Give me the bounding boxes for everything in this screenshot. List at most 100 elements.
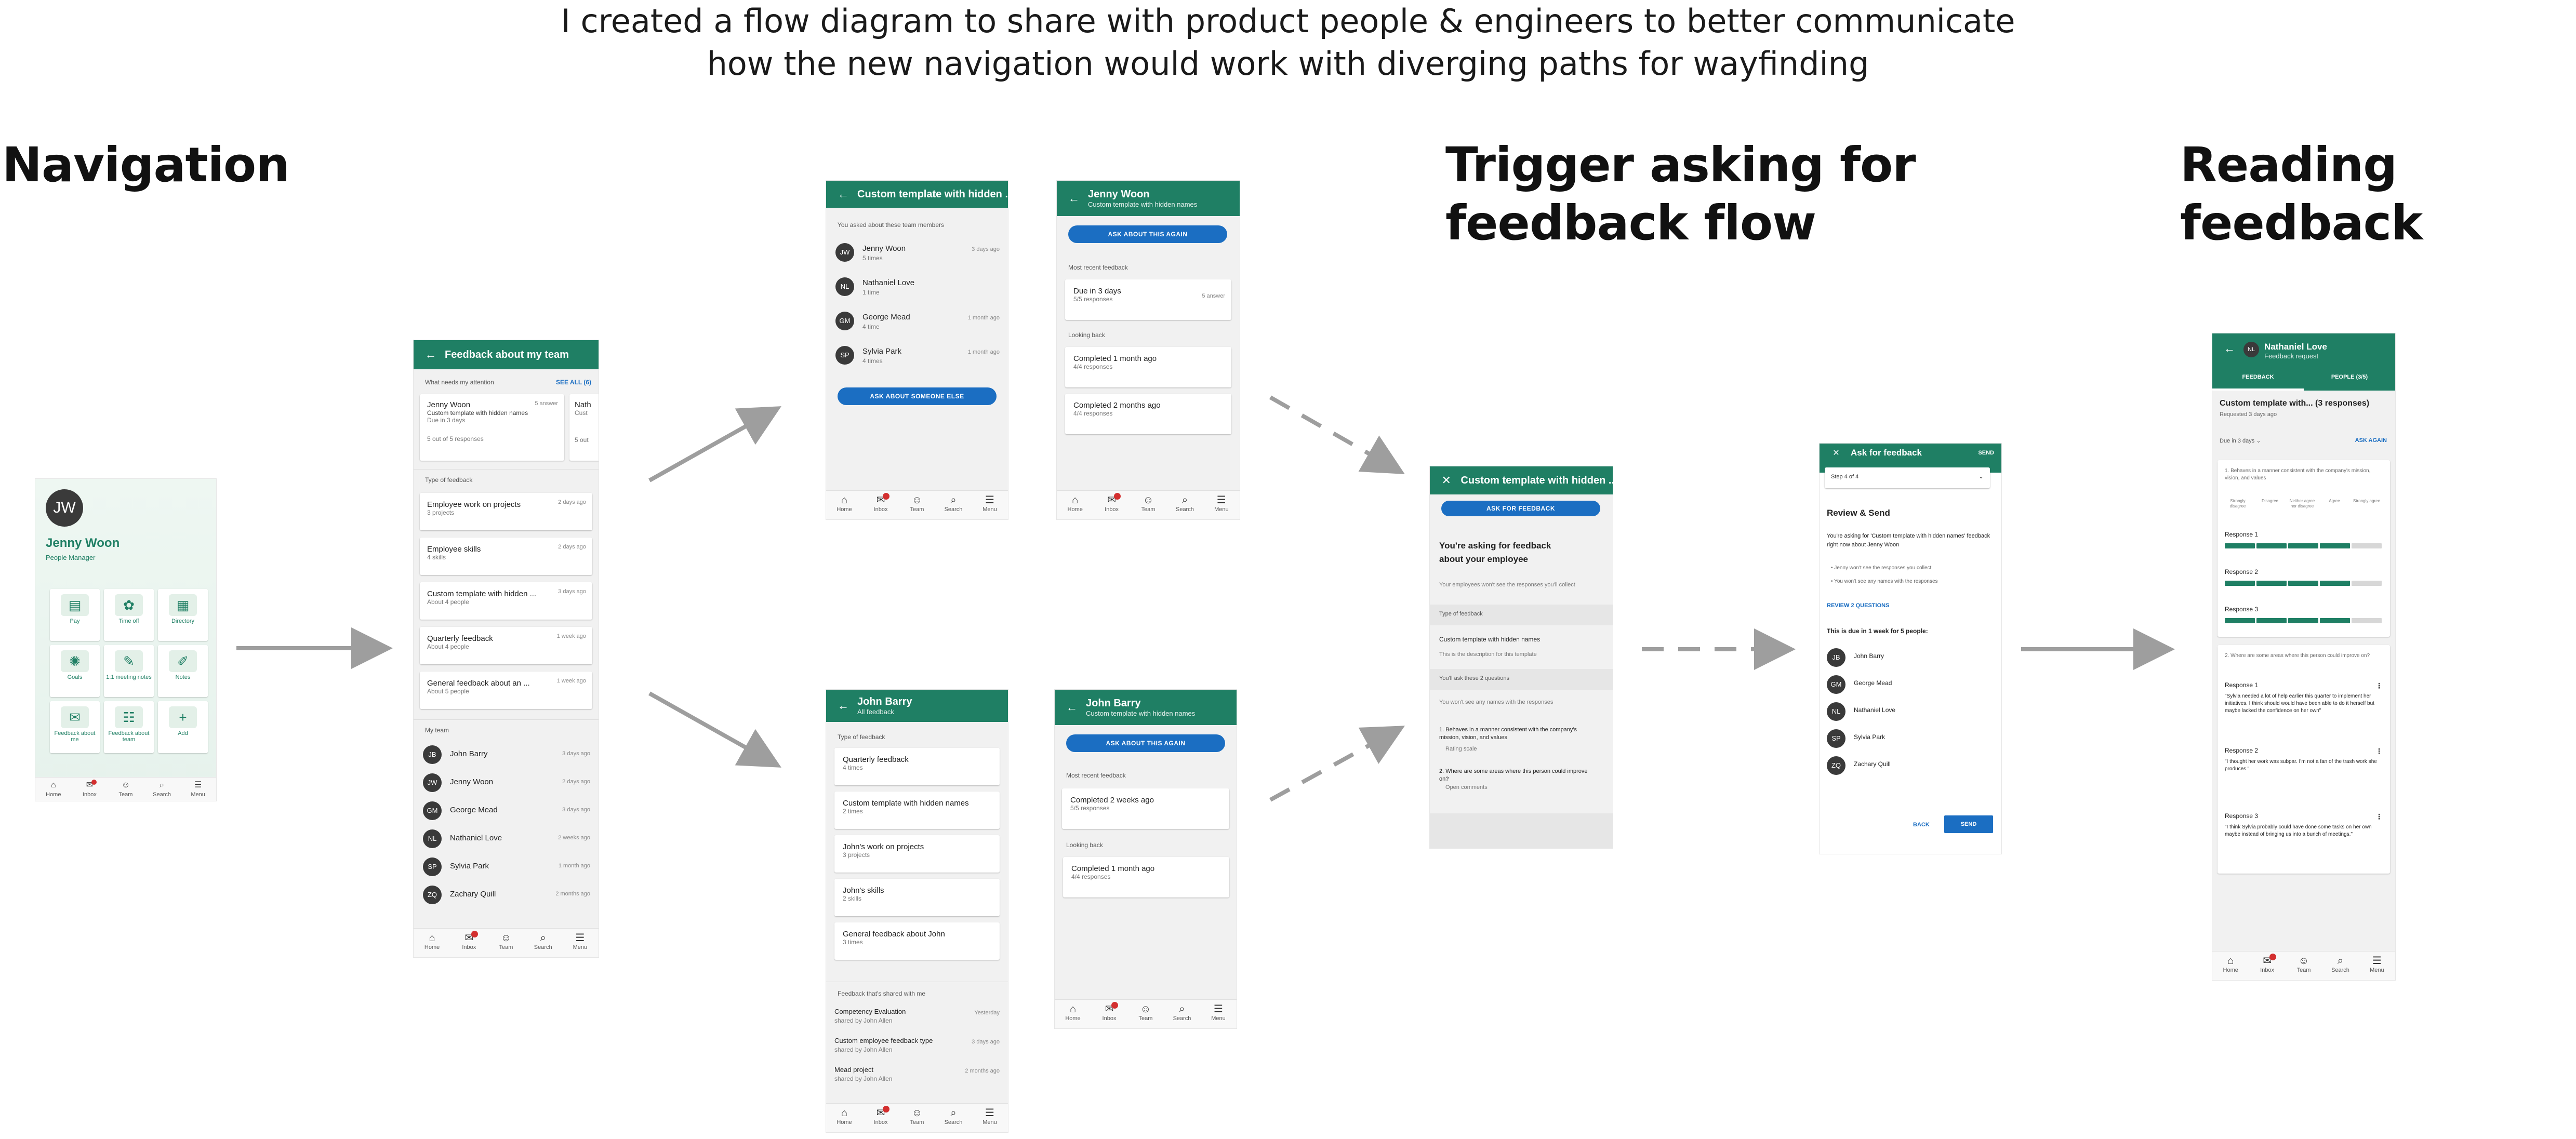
app-tile[interactable]: ✎1:1 meeting notes xyxy=(104,645,154,697)
nav-home[interactable]: ⌂Home xyxy=(826,1104,862,1132)
back-arrow-icon[interactable]: ← xyxy=(838,187,849,200)
nav-menu[interactable]: ☰Menu xyxy=(1200,1000,1237,1028)
app-tile[interactable]: ▤Pay xyxy=(50,589,100,641)
more-options-icon[interactable]: ⋮ xyxy=(2375,812,2383,821)
nav-team[interactable]: ☺Team xyxy=(2286,952,2322,980)
app-tile[interactable]: ✐Notes xyxy=(158,645,208,697)
back-arrow-icon[interactable]: ← xyxy=(1068,192,1080,205)
see-all-link[interactable]: SEE ALL (6) xyxy=(555,379,591,386)
review-questions-link[interactable]: REVIEW 2 QUESTIONS xyxy=(1827,602,1890,609)
nav-menu[interactable]: ☰Menu xyxy=(2359,952,2395,980)
due-filter[interactable]: Due in 3 days ⌄ xyxy=(2220,437,2261,444)
ask-someone-else-button[interactable]: ASK ABOUT SOMEONE ELSE xyxy=(838,387,997,405)
nav-inbox[interactable]: ✉Inbox xyxy=(72,778,108,801)
nav-home[interactable]: ⌂Home xyxy=(2212,952,2249,980)
attention-card[interactable]: Jenny Woon Custom template with hidden n… xyxy=(420,394,564,461)
app-tile[interactable]: ✉Feedback about me xyxy=(50,701,100,753)
close-icon[interactable]: ✕ xyxy=(1833,449,1840,458)
nav-search[interactable]: ⌕Search xyxy=(935,1104,972,1132)
nav-menu[interactable]: ☰Menu xyxy=(180,778,216,801)
nav-menu[interactable]: ☰Menu xyxy=(1203,491,1240,519)
nav-team[interactable]: ☺Team xyxy=(487,929,524,957)
back-arrow-icon[interactable]: ← xyxy=(2224,342,2235,355)
tab-people[interactable]: PEOPLE (3/5) xyxy=(2331,374,2368,380)
nav-search[interactable]: ⌕Search xyxy=(144,778,180,801)
nav-inbox[interactable]: ✉Inbox xyxy=(2249,952,2285,980)
recent-feedback-card[interactable]: Completed 2 weeks ago 5/5 responses xyxy=(1062,788,1229,829)
back-button[interactable]: BACK xyxy=(1913,822,1930,828)
app-tile[interactable]: ✺Goals xyxy=(50,645,100,697)
nav-team[interactable]: ☺Team xyxy=(1127,1000,1164,1028)
back-arrow-icon[interactable]: ← xyxy=(1066,701,1078,714)
nav-team[interactable]: ☺Team xyxy=(899,1104,935,1132)
nav-home[interactable]: ⌂Home xyxy=(35,778,72,801)
nav-inbox[interactable]: ✉Inbox xyxy=(862,1104,899,1132)
nav-search[interactable]: ⌕Search xyxy=(2322,952,2358,980)
ask-again-link[interactable]: ASK AGAIN xyxy=(2355,437,2387,444)
back-arrow-icon[interactable]: ← xyxy=(425,348,436,361)
nav-menu[interactable]: ☰Menu xyxy=(972,1104,1008,1132)
app-tile[interactable]: ☷Feedback about team xyxy=(104,701,154,753)
feedback-type-card[interactable]: General feedback about an ...About 5 peo… xyxy=(420,672,592,709)
nav-inbox[interactable]: ✉Inbox xyxy=(1091,1000,1127,1028)
ask-again-button[interactable]: ASK ABOUT THIS AGAIN xyxy=(1066,734,1225,752)
send-top-button[interactable]: SEND xyxy=(1978,450,1994,456)
send-button[interactable]: SEND xyxy=(1944,815,1993,833)
ask-for-feedback-button[interactable]: ASK FOR FEEDBACK xyxy=(1441,501,1600,516)
nav-search[interactable]: ⌕Search xyxy=(1166,491,1203,519)
nav-home[interactable]: ⌂Home xyxy=(1057,491,1093,519)
step-select[interactable]: Step 4 of 4 ⌄ xyxy=(1825,467,1990,488)
tab-feedback[interactable]: FEEDBACK xyxy=(2242,374,2274,380)
nav-search[interactable]: ⌕Search xyxy=(1164,1000,1200,1028)
nav-home[interactable]: ⌂Home xyxy=(414,929,450,957)
nav-home[interactable]: ⌂Home xyxy=(1055,1000,1091,1028)
recent-feedback-card[interactable]: Due in 3 days 5/5 responses 5 answer xyxy=(1065,279,1231,320)
nav-home[interactable]: ⌂Home xyxy=(826,491,862,519)
nav-team[interactable]: ☺Team xyxy=(899,491,935,519)
back-arrow-icon[interactable]: ← xyxy=(838,699,849,712)
ask-again-button[interactable]: ASK ABOUT THIS AGAIN xyxy=(1068,225,1227,243)
more-options-icon[interactable]: ⋮ xyxy=(2375,747,2383,755)
nav-team[interactable]: ☺Team xyxy=(108,778,144,801)
nav-menu[interactable]: ☰Menu xyxy=(562,929,599,957)
nav-inbox[interactable]: ✉Inbox xyxy=(450,929,487,957)
nav-inbox[interactable]: ✉Inbox xyxy=(862,491,899,519)
close-icon[interactable]: ✕ xyxy=(1441,474,1451,487)
avatar[interactable]: JW xyxy=(46,489,83,527)
attention-card-2[interactable]: Nath Cust 5 out xyxy=(569,394,599,461)
app-tile[interactable]: ✿Time off xyxy=(104,589,154,641)
app-tile[interactable]: ▦Directory xyxy=(158,589,208,641)
nav-inbox[interactable]: ✉Inbox xyxy=(1093,491,1130,519)
app-tile[interactable]: +Add xyxy=(158,701,208,753)
nav-team[interactable]: ☺Team xyxy=(1130,491,1166,519)
nav-search[interactable]: ⌕Search xyxy=(525,929,562,957)
nav-search[interactable]: ⌕Search xyxy=(935,491,972,519)
feedback-type-card[interactable]: Custom template with hidden ...About 4 p… xyxy=(420,582,592,620)
more-options-icon[interactable]: ⋮ xyxy=(2375,681,2383,690)
nav-menu[interactable]: ☰Menu xyxy=(972,491,1008,519)
